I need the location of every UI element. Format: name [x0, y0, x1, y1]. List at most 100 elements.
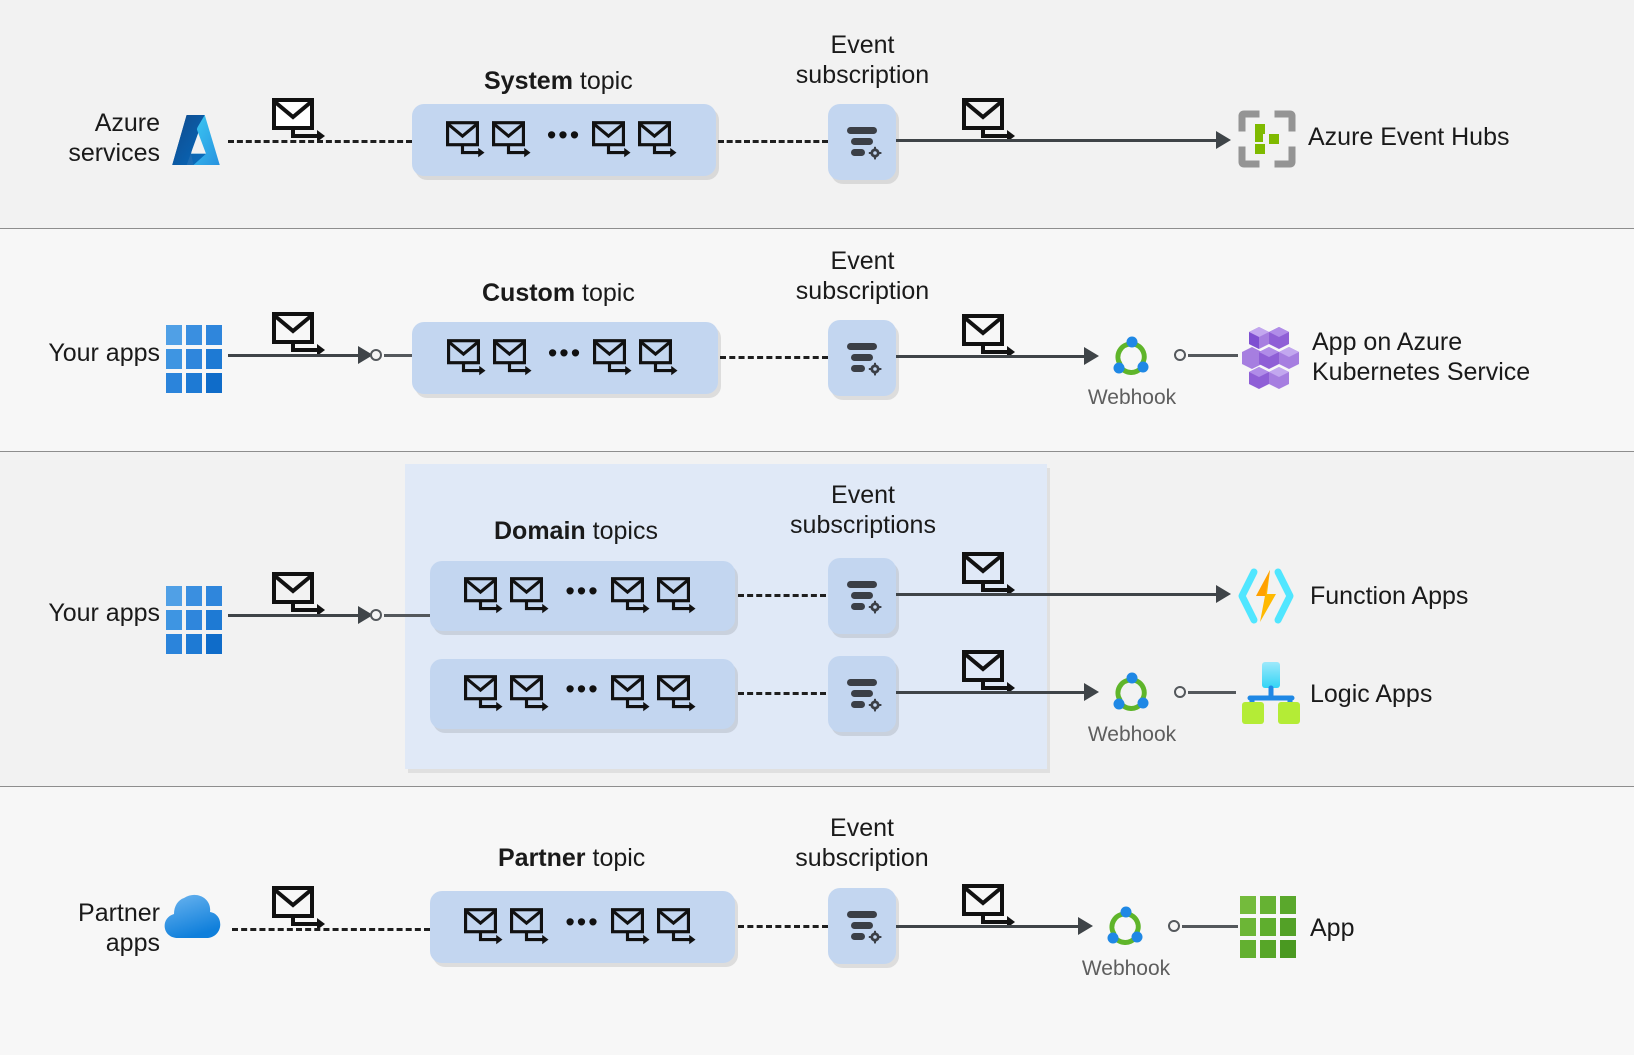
- topic-title-bold: Custom: [482, 279, 576, 307]
- logic-apps-icon: [1240, 662, 1300, 724]
- target-label-logic-apps: Logic Apps: [1310, 680, 1433, 708]
- aks-icon: [1242, 325, 1304, 391]
- cloud-icon: [160, 892, 228, 948]
- arrowhead-icon: [358, 346, 373, 364]
- green-grid-icon: [1240, 896, 1296, 958]
- subscription-box-custom[interactable]: [828, 320, 896, 396]
- topic-title-bold: Domain: [494, 517, 586, 545]
- target-label-function-apps: Function Apps: [1310, 582, 1469, 610]
- azure-logo-icon: [166, 108, 226, 172]
- event-envelope-icon: [272, 886, 328, 930]
- connector-webhook-to-target: [1188, 354, 1238, 357]
- topic-title-partner: Partner topic: [498, 843, 645, 873]
- subscription-box-domain-1[interactable]: [828, 558, 896, 634]
- topic-pill-domain-2[interactable]: •••: [430, 659, 735, 729]
- endpoint-circle-icon: [370, 609, 382, 621]
- event-envelope-icon: [272, 98, 328, 142]
- webhook-label: Webhook: [1087, 386, 1177, 409]
- connector-webhook-to-target: [1188, 691, 1236, 694]
- endpoint-circle-icon: [370, 349, 382, 361]
- connector-source-to-topic: [232, 928, 430, 931]
- webhook-icon: [1104, 666, 1158, 720]
- topic-pill-domain-1[interactable]: •••: [430, 561, 735, 631]
- topic-title-system: System topic: [484, 66, 633, 96]
- connector-topic-to-subscription: [720, 356, 828, 359]
- event-envelope-icon: [962, 552, 1018, 596]
- endpoint-circle-icon: [1174, 686, 1186, 698]
- connector-webhook-to-target: [1182, 925, 1238, 928]
- subscription-label-custom: Event subscription: [795, 247, 930, 305]
- arrowhead-icon: [358, 606, 373, 624]
- filter-gear-icon: [840, 337, 884, 379]
- event-envelope-icon: [962, 98, 1018, 142]
- subscription-box-partner[interactable]: [828, 888, 896, 964]
- subscription-label-system: Event subscription: [795, 31, 930, 89]
- event-envelope-icon: [272, 312, 328, 356]
- connector-endpoint-stub: [384, 354, 412, 357]
- connector-domain-topic-1-to-subscription: [738, 594, 826, 597]
- blue-grid-icon: [166, 586, 222, 654]
- connector-subscription-to-webhook: [896, 925, 1082, 928]
- topic-title-bold: Partner: [498, 844, 586, 872]
- topic-ellipsis: •••: [547, 338, 583, 368]
- subscription-box-system[interactable]: [828, 104, 896, 180]
- source-label-your-apps: Your apps: [48, 599, 160, 627]
- target-label-aks: App on Azure Kubernetes Service: [1312, 328, 1531, 386]
- webhook-icon: [1104, 330, 1158, 384]
- topic-ellipsis: •••: [565, 674, 600, 704]
- connector-domain-topic-2-to-subscription: [738, 692, 826, 695]
- topic-pill-partner[interactable]: •••: [430, 891, 735, 963]
- connector-endpoint-stub: [384, 614, 430, 617]
- webhook-label: Webhook: [1087, 723, 1177, 746]
- connector-subscription-to-webhook: [896, 355, 1088, 358]
- endpoint-circle-icon: [1168, 920, 1180, 932]
- target-label-azure-event-hubs: Azure Event Hubs: [1308, 123, 1510, 151]
- connector-source-to-topic: [228, 354, 364, 357]
- source-label-partner-apps: Partner apps: [78, 899, 160, 957]
- topic-title-rest: topics: [585, 517, 658, 545]
- topic-ellipsis: •••: [565, 576, 600, 606]
- event-envelope-icon: [272, 572, 328, 616]
- endpoint-circle-icon: [1174, 349, 1186, 361]
- event-envelope-icon: [962, 314, 1018, 358]
- topic-pill-system[interactable]: •••: [412, 104, 716, 176]
- topic-title-rest: topic: [575, 279, 635, 307]
- arrowhead-icon: [1084, 347, 1099, 365]
- connector-subscription-to-webhook: [896, 691, 1088, 694]
- filter-gear-icon: [840, 673, 884, 715]
- filter-gear-icon: [840, 575, 884, 617]
- filter-gear-icon: [840, 121, 884, 163]
- subscription-box-domain-2[interactable]: [828, 656, 896, 732]
- topic-ellipsis: •••: [546, 120, 582, 150]
- event-envelope-icon: [962, 650, 1018, 694]
- source-label-your-apps: Your apps: [48, 339, 160, 367]
- arrowhead-icon: [1216, 585, 1231, 603]
- connector-topic-to-subscription: [738, 925, 828, 928]
- subscription-label-partner: Event subscription: [795, 814, 929, 872]
- arrowhead-icon: [1078, 917, 1093, 935]
- band-separator-2: [0, 451, 1634, 452]
- source-label-azure-services: Azure services: [68, 109, 160, 167]
- topic-title-rest: topic: [572, 67, 633, 95]
- connector-subscription-to-function-apps: [896, 593, 1222, 596]
- arrowhead-icon: [1216, 131, 1231, 149]
- topic-title-rest: topic: [585, 844, 646, 872]
- band-partner: [0, 787, 1634, 1055]
- function-apps-icon: [1234, 566, 1298, 626]
- filter-gear-icon: [840, 905, 884, 947]
- band-separator-1: [0, 228, 1634, 229]
- subscription-label-domain: Event subscriptions: [790, 481, 936, 539]
- topic-title-custom: Custom topic: [482, 278, 635, 308]
- webhook-icon: [1098, 900, 1152, 954]
- topic-ellipsis: •••: [565, 907, 600, 937]
- connector-topic-to-subscription: [718, 140, 828, 143]
- target-label-app: App: [1310, 914, 1355, 942]
- azure-event-hubs-icon: [1238, 110, 1296, 168]
- topic-title-domain: Domain topics: [494, 516, 658, 546]
- event-envelope-icon: [962, 884, 1018, 928]
- band-separator-3: [0, 786, 1634, 787]
- topic-pill-custom[interactable]: •••: [412, 322, 718, 394]
- blue-grid-icon: [166, 325, 222, 393]
- arrowhead-icon: [1084, 683, 1099, 701]
